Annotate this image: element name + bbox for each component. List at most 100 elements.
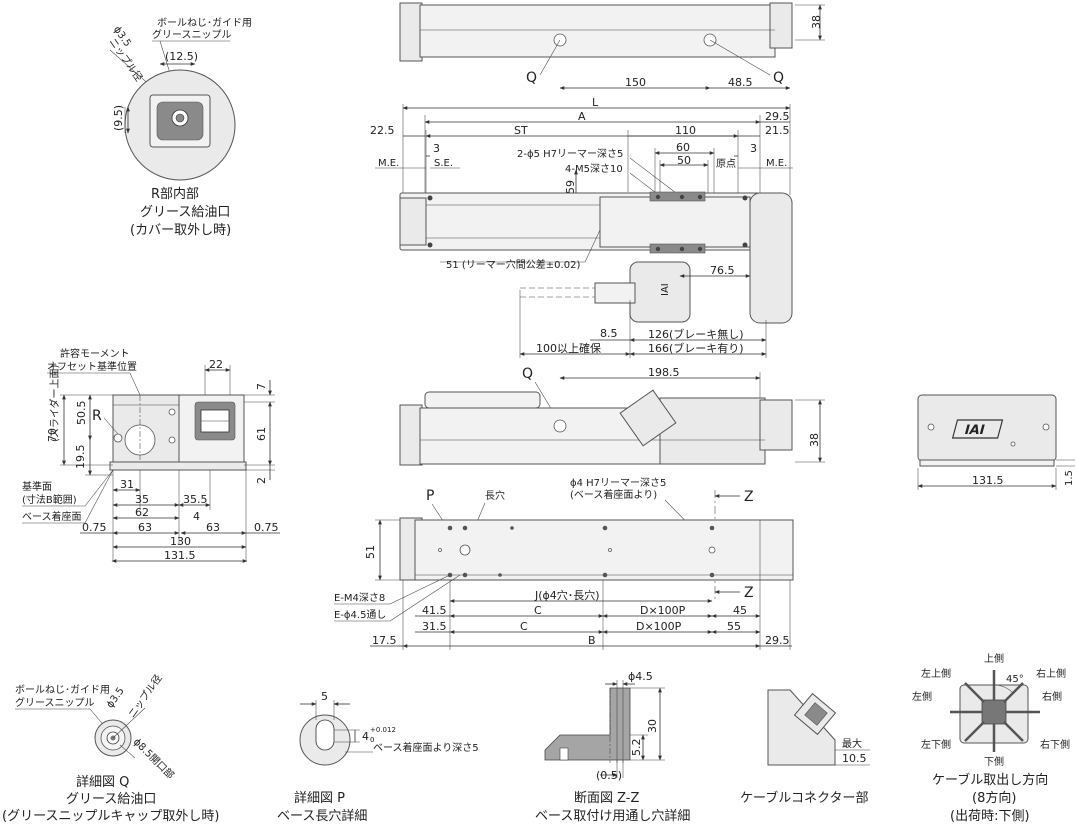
- r-caption-1: R部内部: [151, 186, 199, 202]
- me-right: M.E.: [766, 158, 787, 169]
- dim-100: 100以上確保: [536, 341, 601, 355]
- dim-3-right: 3: [750, 142, 757, 155]
- bottom-slot: 長穴: [485, 489, 505, 502]
- side-view: Q 198.5 38: [399, 366, 825, 466]
- q-right-label: Q: [773, 70, 784, 86]
- sec-dim-70: 70: [46, 428, 59, 442]
- bottom-p: P: [426, 488, 434, 504]
- brake-on: 166(ブレーキ有り): [648, 341, 744, 355]
- dir-caption-3: (出荷時:下側): [950, 809, 1030, 824]
- dim-41-5: 41.5: [422, 604, 447, 617]
- r-dim-9-5: (9.5): [112, 105, 125, 131]
- p-tol-lower: 0: [370, 736, 374, 744]
- dim-59: 59: [564, 180, 577, 194]
- bottom-dim-51: 51: [364, 545, 377, 559]
- sec-dim-130: 130: [170, 535, 191, 548]
- dim-8-5: 8.5: [600, 327, 618, 340]
- r-nipple-2: グリースニップル: [152, 28, 232, 41]
- sec-dim-7: 7: [255, 383, 268, 390]
- dim-C-2: C: [520, 620, 528, 633]
- p-caption-1: 詳細図 P: [294, 790, 345, 806]
- q-nipple-1: ボールねじ･ガイド用: [15, 684, 110, 696]
- dim-60: 60: [676, 141, 690, 154]
- sec-dim-50-5: 50.5: [75, 401, 88, 426]
- tolerance-note: 51 (リーマー穴間公差±0.02): [446, 258, 580, 271]
- end-view: IAI 131.5 1.5: [917, 394, 1075, 490]
- dim-A: A: [578, 110, 586, 123]
- p-dim-5: 5: [321, 690, 328, 703]
- sec-dim-4: 4: [193, 510, 200, 523]
- dir-angle: 45°: [1006, 674, 1024, 685]
- e45-note: E-ϕ4.5通し: [334, 609, 386, 621]
- section-zz: ϕ4.5 30 5.2 (0.5) 断面図 Z-Z ベース取付け用通し穴詳細: [535, 670, 690, 824]
- zz-caption-1: 断面図 Z-Z: [574, 791, 640, 806]
- dir-right: 右側: [1042, 690, 1062, 703]
- end-logo: IAI: [963, 423, 987, 438]
- dir-bottom-left: 左下側: [921, 738, 951, 751]
- dim-31-5: 31.5: [422, 620, 447, 633]
- dim-29-5: 29.5: [765, 110, 790, 123]
- p-caption-2: ベース長穴詳細: [277, 808, 367, 824]
- origin-label: 原点: [716, 158, 736, 170]
- dim-J: J(ϕ4穴･長穴): [534, 588, 600, 602]
- se-label: S.E.: [434, 158, 453, 169]
- side-grease-hole: [553, 419, 567, 433]
- zz-dim-0-5: (0.5): [596, 769, 622, 782]
- bottom-dim-29-5: 29.5: [765, 634, 790, 647]
- q-caption-1: 詳細図 Q: [76, 774, 129, 790]
- dir-left: 左側: [912, 690, 932, 703]
- detail-q: ボールねじ･ガイド用 グリースニップル ϕ3.5 ニップル径 ϕ8.5開口部 詳…: [2, 672, 220, 824]
- zz-phi: ϕ4.5: [628, 670, 653, 683]
- m5-note: 4-M5深さ10: [565, 163, 623, 175]
- dir-caption-1: ケーブル取出し方向: [932, 772, 1048, 788]
- dim-22-5: 22.5: [370, 124, 395, 137]
- sec-dim-62: 62: [135, 506, 149, 519]
- dir-caption-2: (8方向): [972, 790, 1016, 806]
- q-nipple-2: グリースニップル: [15, 696, 95, 709]
- moment-2: オフセット基準位置: [47, 360, 137, 373]
- r-detail: ボールねじ･ガイド用 グリースニップル ϕ3.5 ニップル径 (12.5) (9…: [106, 17, 252, 238]
- zz-dim-30: 30: [646, 719, 659, 733]
- r-caption-2: グリース給油口: [140, 205, 230, 220]
- dim-198-5: 198.5: [648, 366, 680, 379]
- dim-110: 110: [675, 124, 696, 137]
- reamer-note: 2-ϕ5 H7リーマー深さ5: [517, 148, 623, 160]
- q-open: ϕ8.5開口部: [131, 735, 177, 781]
- connector-dim-10-5: 10.5: [842, 752, 867, 765]
- sec-dim-0-75-left: 0.75: [82, 521, 107, 534]
- p-depth: ベース着座面より深さ5: [373, 741, 479, 754]
- dim-DP-2: D×100P: [636, 620, 682, 633]
- moment-1: 許容モーメント: [60, 347, 130, 360]
- bottom-hole-1: ϕ4 H7リーマー深さ5: [570, 477, 666, 489]
- q-left-label: Q: [526, 70, 537, 86]
- cable-connector: 最大 10.5 ケーブルコネクター部: [740, 689, 870, 806]
- dir-top-right: 右上側: [1036, 667, 1066, 680]
- dim-DP-1: D×100P: [640, 604, 686, 617]
- ref-2: (寸法B範囲): [22, 493, 77, 506]
- connector-caption: ケーブルコネクター部: [740, 790, 868, 806]
- sec-dim-131-5: 131.5: [164, 549, 196, 562]
- side-q: Q: [522, 366, 533, 382]
- dim-17-5: 17.5: [372, 634, 397, 647]
- sec-dim-2: 2: [255, 477, 268, 484]
- sec-dim-19-5: 19.5: [74, 445, 87, 470]
- sec-dim-31: 31: [120, 478, 134, 491]
- bottom-view: P 長穴 ϕ4 H7リーマー深さ5 (ベース着座面より) Z 51 E-M4深さ…: [334, 477, 794, 650]
- dir-bottom: 下側: [984, 755, 1004, 768]
- zz-caption-2: ベース取付け用通し穴詳細: [535, 808, 690, 824]
- bottom-hole-2: (ベース着座面より): [570, 488, 657, 501]
- sec-dim-63-left: 63: [138, 521, 152, 534]
- dim-C-1: C: [534, 604, 542, 617]
- plan-view: L A 29.5 22.5 ST 110 21.5 3 M.E. S.E. 3 …: [370, 96, 793, 358]
- dir-bottom-right: 右下側: [1040, 738, 1070, 751]
- sec-slider: (スライダー上面): [48, 364, 61, 442]
- brake-off: 126(ブレーキ無し): [648, 327, 744, 341]
- z-top: Z: [744, 489, 754, 505]
- sec-dim-61: 61: [255, 427, 268, 441]
- q-phi-2: ニップル径: [125, 672, 164, 720]
- zz-dim-5-2: 5.2: [630, 739, 643, 757]
- dir-top: 上側: [984, 652, 1004, 665]
- sec-dim-35-5: 35.5: [183, 493, 208, 506]
- sec-r: R: [92, 408, 102, 424]
